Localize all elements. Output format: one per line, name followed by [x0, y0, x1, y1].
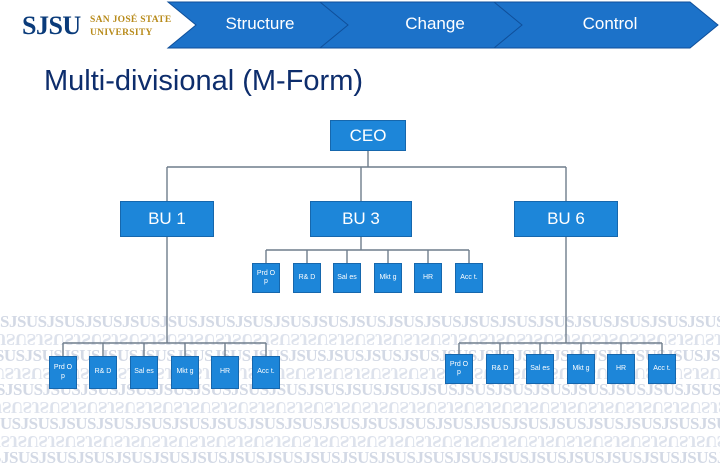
org-node-ceo: CEO	[330, 120, 406, 151]
org-node-bu6: BU 6	[514, 201, 618, 237]
watermark-row: SJSUSJSUSJSUSJSUSJSUSJSUSJSUSJSUSJSUSJSU…	[0, 448, 720, 467]
step-change-label[interactable]: Change	[405, 14, 465, 33]
org-node-bu1-marketing: Mkt g	[171, 356, 199, 389]
org-node-bu1-sales: Sal es	[130, 356, 158, 389]
logo-line-2: UNIVERSITY	[90, 28, 153, 38]
org-node-bu6-hr: HR	[607, 354, 635, 384]
org-node-bu6-accounting: Acc t.	[648, 354, 676, 384]
org-node-bu3-prod-ops: Prd Op	[252, 263, 280, 293]
watermark-row: SJSUSJSUSJSUSJSUSJSUSJSUSJSUSJSUSJSUSJSU…	[0, 414, 720, 433]
org-node-bu3-rnd: R& D	[293, 263, 321, 293]
slide-title: Multi-divisional (M-Form)	[44, 65, 364, 97]
org-node-bu6-marketing: Mkt g	[567, 354, 595, 384]
logo-mark: SJSU	[22, 11, 81, 40]
org-node-bu1-accounting: Acc t.	[252, 356, 280, 389]
logo-line-1: SAN JOSÉ STATE	[90, 15, 172, 25]
org-node-bu1-rnd: R& D	[89, 356, 117, 389]
process-chevrons	[166, 1, 719, 49]
watermark-row: SJSUSJSUSJSUSJSUSJSUSJSUSJSUSJSUSJSUSJSU…	[0, 312, 720, 331]
sjsu-logo: SJSU SAN JOSÉ STATE UNIVERSITY	[22, 10, 172, 44]
org-node-bu1-hr: HR	[211, 356, 239, 389]
org-node-bu3-accounting: Acc t.	[455, 263, 483, 293]
org-node-bu6-sales: Sal es	[526, 354, 554, 384]
org-node-bu3-sales: Sal es	[333, 263, 361, 293]
org-node-bu6-prod-ops: Prd Op	[445, 354, 473, 384]
step-control-label[interactable]: Control	[582, 14, 638, 33]
step-structure-label[interactable]: Structure	[225, 14, 295, 33]
org-node-bu3-marketing: Mkt g	[374, 263, 402, 293]
chevron-control	[492, 1, 719, 49]
org-node-bu3-hr: HR	[414, 263, 442, 293]
org-node-bu6-rnd: R& D	[486, 354, 514, 384]
org-node-bu1: BU 1	[120, 201, 214, 237]
org-node-bu3: BU 3	[310, 201, 412, 237]
org-node-bu1-prod-ops: Prd Op	[49, 356, 77, 389]
